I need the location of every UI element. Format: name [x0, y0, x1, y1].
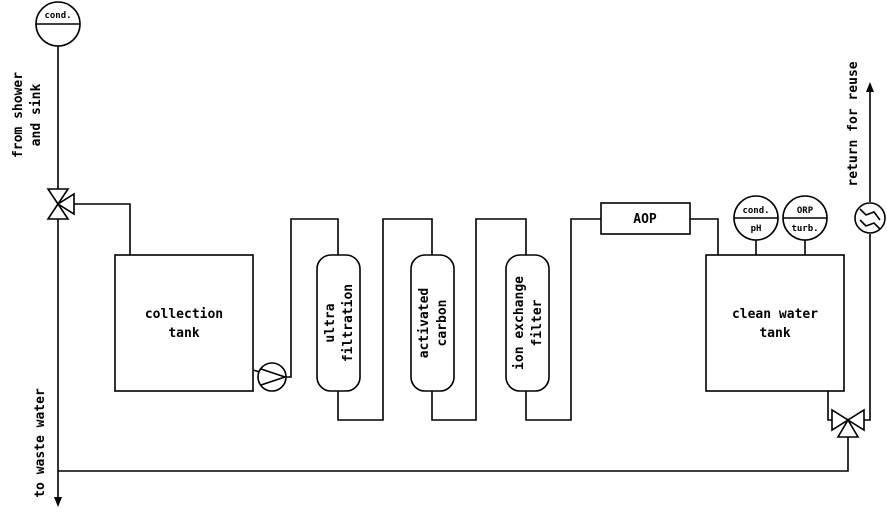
uf-label-line1: ultra — [323, 303, 338, 342]
activated-carbon-unit: activated carbon — [410, 254, 455, 392]
aop-label: AOP — [633, 212, 657, 227]
ac-label-line2: carbon — [435, 300, 450, 347]
collection-label-line1: collection — [145, 307, 223, 322]
from-shower-label-line2: and sink — [29, 84, 44, 147]
inlet-conductivity-sensor: cond. — [35, 1, 81, 47]
clean-label-line1: clean water — [732, 307, 818, 322]
ultrafiltration-unit: ultra filtration — [316, 254, 361, 392]
clean-ph-label: pH — [751, 224, 762, 234]
outlet-three-way-valve-icon — [831, 408, 865, 438]
cond-ph-sensor: cond. pH — [733, 195, 779, 241]
collection-label-line2: tank — [168, 326, 199, 341]
clean-orp-label: ORP — [797, 206, 814, 216]
ac-label-line1: activated — [417, 288, 432, 358]
aop-unit: AOP — [600, 202, 691, 235]
return-reuse-label: return for reuse — [846, 61, 861, 186]
ix-label-line1: ion exchange — [512, 276, 527, 370]
heat-exchanger-icon — [854, 202, 886, 234]
clean-cond-label: cond. — [742, 206, 769, 216]
inlet-three-way-valve-icon — [46, 188, 75, 220]
from-shower-label-line1: from shower — [11, 72, 26, 158]
collection-tank: collection tank — [114, 254, 254, 392]
ion-exchange-unit: ion exchange filter — [505, 254, 550, 392]
reuse-arrow-icon — [866, 82, 874, 92]
pump-icon — [257, 362, 287, 392]
waste-arrow-icon — [54, 497, 62, 507]
pipes — [57, 46, 871, 500]
ix-label-line2: filter — [530, 299, 545, 346]
uf-label-line2: filtration — [341, 284, 356, 362]
orp-turb-sensor: ORP turb. — [782, 195, 828, 241]
clean-water-tank: clean water tank — [705, 254, 845, 392]
to-waste-label: to waste water — [33, 388, 48, 498]
clean-label-line2: tank — [759, 326, 790, 341]
clean-turb-label: turb. — [791, 224, 818, 234]
inlet-cond-label: cond. — [44, 11, 71, 21]
